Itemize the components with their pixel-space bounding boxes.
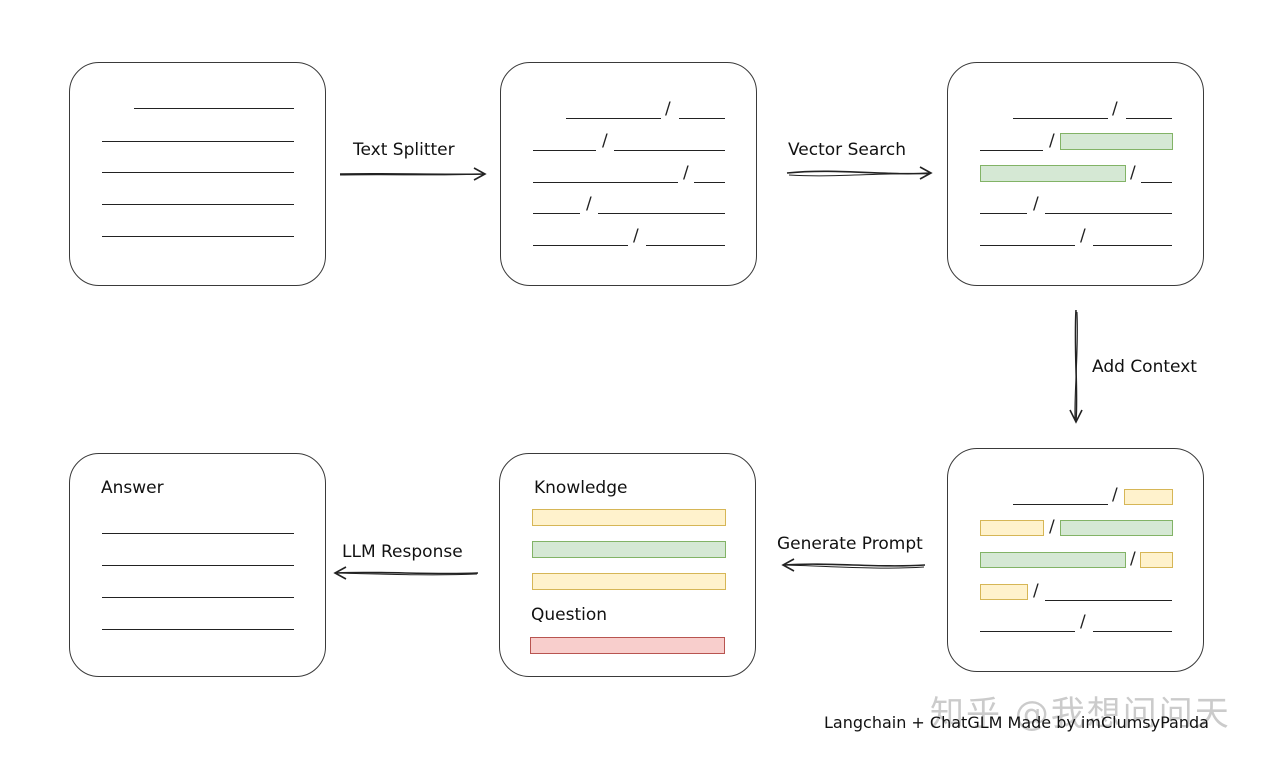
matched-chunk — [980, 165, 1126, 182]
text-line — [102, 172, 294, 173]
chunk-line — [614, 150, 725, 151]
chunk-line — [1045, 213, 1172, 214]
chunk-line — [533, 245, 628, 246]
document-box — [69, 62, 326, 286]
matched-chunk — [1060, 133, 1173, 150]
chunk-line — [980, 213, 1027, 214]
chunk-line — [533, 213, 580, 214]
edge-label-vector-search: Vector Search — [788, 140, 906, 160]
knowledge-chunk — [532, 541, 726, 558]
search-results-box: / / / / / — [947, 62, 1204, 286]
context-chunk — [1140, 552, 1173, 568]
answer-line — [102, 565, 294, 566]
arrow-right-icon — [786, 166, 933, 180]
chunk-line — [1093, 631, 1172, 632]
chunk-line — [1126, 118, 1172, 119]
chunk-line — [1141, 182, 1172, 183]
context-chunk — [1124, 489, 1173, 505]
footer-credit: Langchain + ChatGLM Made by imClumsyPand… — [824, 713, 1209, 732]
watermark: 知乎 @我想问问天 — [930, 694, 1231, 734]
chunk-line — [1093, 245, 1172, 246]
text-line — [102, 236, 294, 237]
question-bar — [530, 637, 725, 654]
context-box: / / / / / — [947, 448, 1204, 672]
answer-line — [102, 629, 294, 630]
arrow-left-icon — [333, 566, 479, 580]
text-line — [102, 141, 294, 142]
chunk-line — [646, 245, 725, 246]
chunk-separator: / — [586, 194, 592, 214]
chunk-separator: / — [683, 163, 689, 183]
arrow-left-icon — [781, 558, 926, 572]
text-line — [102, 204, 294, 205]
chunk-line — [533, 182, 678, 183]
chunk-separator: / — [1130, 163, 1136, 183]
chunk-line — [598, 213, 725, 214]
chunk-line — [1013, 118, 1108, 119]
answer-line — [102, 533, 294, 534]
knowledge-label: Knowledge — [534, 478, 628, 498]
chunk-line — [980, 245, 1075, 246]
chunk-separator: / — [1112, 485, 1118, 505]
arrow-down-icon — [1069, 309, 1083, 424]
edge-label-add-context: Add Context — [1092, 357, 1197, 377]
chunk-line — [694, 182, 725, 183]
chunk-separator: / — [665, 99, 671, 119]
prompt-box: Knowledge Question — [499, 453, 756, 677]
chunk-separator: / — [1080, 612, 1086, 632]
chunk-separator: / — [1049, 131, 1055, 151]
arrow-right-icon — [339, 167, 487, 181]
chunk-line — [980, 631, 1075, 632]
knowledge-chunk — [532, 509, 726, 526]
chunk-separator: / — [1130, 549, 1136, 569]
edge-label-llm-response: LLM Response — [342, 542, 463, 562]
chunk-line — [566, 118, 661, 119]
knowledge-chunk — [532, 573, 726, 590]
chunk-separator: / — [1080, 226, 1086, 246]
text-line — [134, 108, 294, 109]
matched-chunk — [980, 552, 1126, 568]
chunk-separator: / — [602, 131, 608, 151]
chunk-line — [679, 118, 725, 119]
chunk-separator: / — [1033, 581, 1039, 601]
question-label: Question — [531, 605, 608, 625]
chunk-separator: / — [1049, 517, 1055, 537]
chunks-box: / / / / / — [500, 62, 757, 286]
context-chunk — [980, 520, 1044, 536]
chunk-separator: / — [1033, 194, 1039, 214]
edge-label-text-splitter: Text Splitter — [353, 140, 455, 160]
chunk-separator: / — [633, 226, 639, 246]
context-chunk — [980, 584, 1028, 600]
chunk-line — [1013, 504, 1108, 505]
chunk-line — [1045, 600, 1172, 601]
answer-title: Answer — [101, 478, 164, 498]
chunk-line — [533, 150, 596, 151]
edge-label-generate-prompt: Generate Prompt — [777, 534, 923, 554]
answer-line — [102, 597, 294, 598]
chunk-separator: / — [1112, 99, 1118, 119]
answer-box: Answer — [69, 453, 326, 677]
matched-chunk — [1060, 520, 1173, 536]
chunk-line — [980, 150, 1043, 151]
